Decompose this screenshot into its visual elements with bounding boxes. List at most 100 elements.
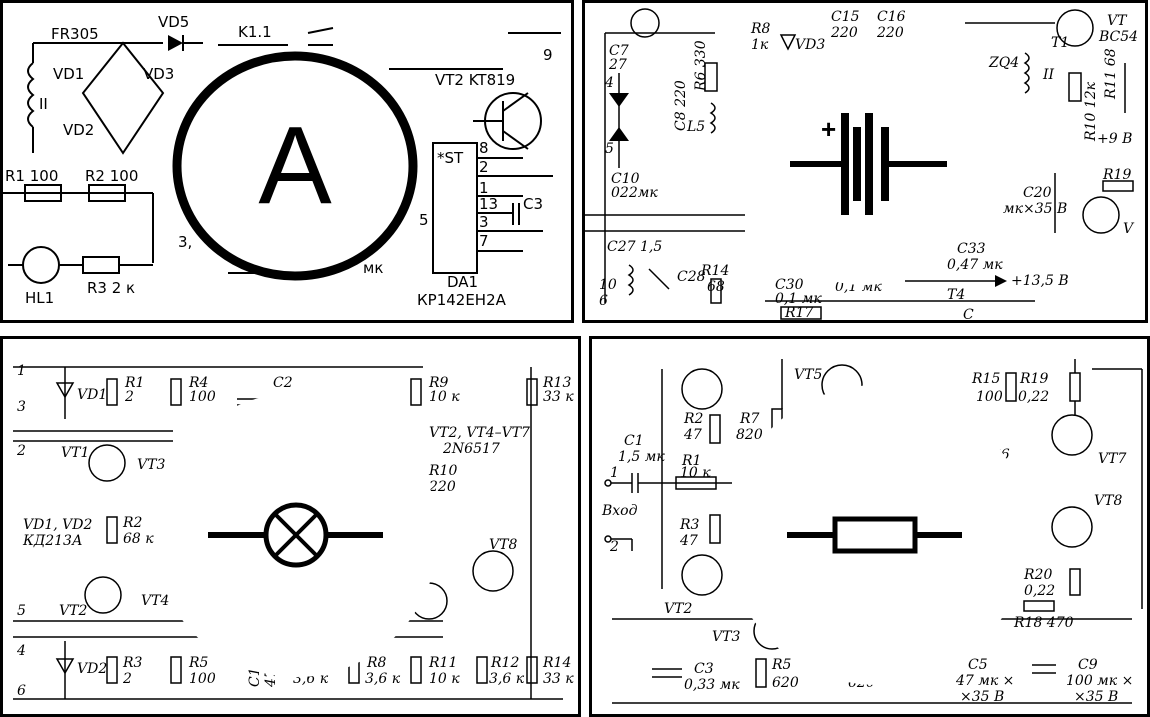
svg-text:R3 2 к: R3 2 к bbox=[87, 279, 135, 297]
svg-text:4: 4 bbox=[604, 75, 614, 91]
svg-text:Вход: Вход bbox=[601, 503, 638, 519]
resistor-r2 bbox=[709, 414, 721, 444]
svg-text:R10 12к: R10 12к bbox=[1083, 81, 1099, 142]
svg-text:VD2: VD2 bbox=[63, 121, 94, 139]
svg-text:мк: мк bbox=[363, 259, 383, 277]
svg-text:VT3: VT3 bbox=[712, 629, 740, 645]
svg-text:II: II bbox=[39, 95, 48, 113]
svg-text:27: 27 bbox=[608, 57, 627, 73]
svg-text:R17: R17 bbox=[784, 305, 813, 320]
svg-text:+13,5 В: +13,5 В bbox=[1011, 273, 1069, 289]
transistor-v bbox=[1082, 196, 1120, 234]
svg-text:5: 5 bbox=[419, 211, 429, 229]
svg-text:L5: L5 bbox=[686, 119, 705, 135]
resistor-r3 bbox=[82, 256, 120, 274]
svg-text:68: 68 bbox=[707, 279, 725, 295]
svg-text:0,47 мк: 0,47 мк bbox=[947, 257, 1003, 273]
svg-text:VD5: VD5 bbox=[158, 13, 189, 31]
resistor-r19 bbox=[1102, 180, 1134, 192]
svg-text:R1: R1 bbox=[681, 453, 701, 469]
schematic-a: II FR305 VD1 VD3 VD2 VD5 K1.1 9 VT2 KT81… bbox=[3, 13, 561, 309]
svg-text:R7: R7 bbox=[739, 411, 760, 427]
resistor-r11 bbox=[410, 656, 422, 684]
svg-text:33 к: 33 к bbox=[543, 389, 574, 405]
resistor-r1 bbox=[106, 378, 118, 406]
svg-text:R18 470: R18 470 bbox=[1013, 615, 1074, 631]
svg-text:VD1: VD1 bbox=[77, 387, 107, 403]
svg-text:VD2: VD2 bbox=[77, 661, 107, 677]
svg-text:VT2 KT819: VT2 KT819 bbox=[435, 71, 515, 89]
svg-text:C28: C28 bbox=[677, 269, 706, 285]
svg-text:C9: C9 bbox=[1078, 657, 1098, 673]
svg-text:VT1: VT1 bbox=[61, 445, 89, 461]
ic-da1 bbox=[432, 142, 478, 274]
resistor-r2 bbox=[88, 184, 126, 202]
svg-text:ZQ4: ZQ4 bbox=[988, 55, 1019, 71]
resistor-r15 bbox=[1005, 372, 1017, 402]
transistor-top bbox=[630, 8, 660, 38]
resistor-r9 bbox=[410, 378, 422, 406]
svg-text:33 к: 33 к bbox=[543, 671, 574, 687]
svg-text:1: 1 bbox=[17, 363, 26, 379]
resistor-r5 bbox=[755, 658, 767, 688]
svg-text:R14: R14 bbox=[700, 263, 729, 279]
svg-text:6: 6 bbox=[17, 683, 26, 699]
schematic-b: C7 27 4 5 C10 022мк R8 1к VD3 R6 330 L5 … bbox=[585, 8, 1138, 320]
mosfet-vt7 bbox=[1051, 414, 1093, 456]
svg-text:820: 820 bbox=[736, 427, 763, 443]
svg-text:R9: R9 bbox=[428, 375, 449, 391]
svg-text:R15: R15 bbox=[971, 371, 1000, 387]
svg-text:VT5: VT5 bbox=[794, 367, 822, 383]
resistor-r1 bbox=[24, 184, 62, 202]
svg-text:VD3: VD3 bbox=[143, 65, 174, 83]
svg-text:R5: R5 bbox=[188, 655, 209, 671]
svg-text:2: 2 bbox=[16, 443, 26, 459]
svg-text:100: 100 bbox=[976, 389, 1003, 405]
svg-text:R5: R5 bbox=[771, 657, 792, 673]
svg-text:2: 2 bbox=[122, 671, 132, 687]
svg-text:3: 3 bbox=[479, 213, 489, 231]
svg-text:1к: 1к bbox=[751, 37, 769, 53]
battery-overlay-disc bbox=[742, 41, 986, 285]
svg-text:R13: R13 bbox=[542, 375, 571, 391]
panel-lamp-schematic: 1 3 2 VD1 R1 2 R4 100 C2 R9 10 к R13 33 … bbox=[0, 336, 581, 717]
svg-text:620: 620 bbox=[772, 675, 799, 691]
svg-text:10 к: 10 к bbox=[429, 671, 460, 687]
transformer-primary-coil bbox=[27, 62, 35, 128]
svg-text:R4: R4 bbox=[188, 375, 208, 391]
svg-text:10: 10 bbox=[599, 277, 617, 293]
transistor-top-left bbox=[681, 368, 723, 410]
svg-text:T1: T1 bbox=[1051, 35, 1069, 51]
transistor-vt2 bbox=[681, 554, 723, 596]
transistor-vt bbox=[1056, 9, 1094, 47]
svg-text:×35 В: ×35 В bbox=[1074, 689, 1118, 705]
svg-text:*ST: *ST bbox=[437, 149, 464, 167]
svg-text:1: 1 bbox=[479, 179, 489, 197]
svg-text:КД213А: КД213А bbox=[22, 533, 83, 549]
svg-text:C10: C10 bbox=[611, 171, 640, 187]
resistor-r6 bbox=[704, 62, 718, 92]
svg-text:VT4: VT4 bbox=[141, 593, 169, 609]
svg-text:VD1: VD1 bbox=[53, 65, 84, 83]
svg-text:V: V bbox=[1123, 221, 1135, 237]
battery-symbol: + bbox=[790, 113, 947, 215]
panel-battery-schematic: C7 27 4 5 C10 022мк R8 1к VD3 R6 330 L5 … bbox=[582, 0, 1148, 323]
svg-text:C3: C3 bbox=[523, 195, 543, 213]
svg-text:3,6 к: 3,6 к bbox=[365, 671, 401, 687]
resistor-r1 bbox=[675, 476, 717, 490]
transistor-vt2 bbox=[84, 576, 122, 614]
panel-ammeter-schematic: II FR305 VD1 VD3 VD2 VD5 K1.1 9 VT2 KT81… bbox=[0, 0, 574, 323]
svg-text:R6 330: R6 330 bbox=[693, 40, 709, 92]
svg-text:C5: C5 bbox=[968, 657, 988, 673]
svg-text:VT: VT bbox=[1107, 13, 1128, 29]
svg-text:R2: R2 bbox=[683, 411, 704, 427]
svg-text:3: 3 bbox=[17, 399, 26, 415]
svg-text:КР142ЕН2А: КР142ЕН2А bbox=[417, 291, 507, 309]
svg-text:R14: R14 bbox=[542, 655, 571, 671]
svg-text:R19: R19 bbox=[1102, 167, 1131, 183]
led-hl1 bbox=[22, 246, 60, 284]
svg-text:VT3: VT3 bbox=[137, 457, 165, 473]
svg-text:10 к: 10 к bbox=[680, 465, 711, 481]
svg-text:R11 68: R11 68 bbox=[1103, 48, 1119, 100]
svg-text:8: 8 bbox=[479, 139, 489, 157]
